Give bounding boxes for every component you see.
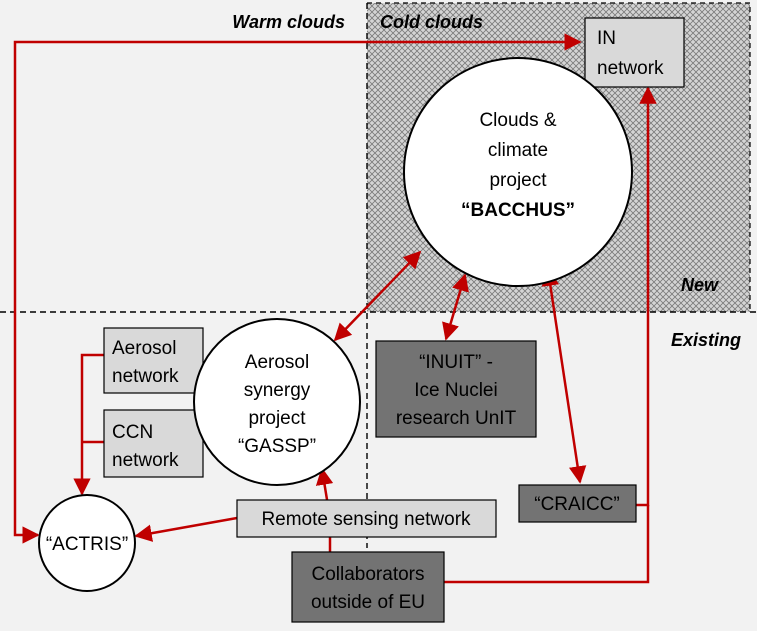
- aerosol-network-line-1: Aerosol: [112, 338, 176, 359]
- bacchus-line-3: project: [489, 170, 547, 191]
- inuit-line-1: “INUIT” -: [419, 352, 493, 373]
- cold-clouds-label: Cold clouds: [380, 12, 483, 32]
- gassp-line-1: Aerosol: [245, 352, 309, 373]
- inuit-line-3: research UnIT: [396, 408, 517, 429]
- actris-label: “ACTRIS”: [46, 534, 128, 555]
- collaborators-node: Collaborators outside of EU: [291, 551, 445, 623]
- actris-node: “ACTRIS”: [38, 494, 136, 592]
- inuit-line-2: Ice Nuclei: [414, 380, 497, 401]
- bacchus-line-1: Clouds &: [479, 110, 556, 131]
- existing-label: Existing: [671, 330, 741, 350]
- aerosol-network-line-2: network: [112, 366, 179, 387]
- new-label: New: [681, 275, 719, 295]
- warm-clouds-label: Warm clouds: [232, 12, 345, 32]
- collaborators-line-2: outside of EU: [311, 592, 425, 613]
- gassp-line-2: synergy: [244, 380, 311, 401]
- craicc-label: “CRAICC”: [534, 494, 620, 515]
- ccn-network-line-1: CCN: [112, 422, 153, 443]
- in-network-line-2: network: [597, 58, 664, 79]
- remote-sensing-node: Remote sensing network: [236, 499, 497, 538]
- arrow-aerosol-actris: [73, 353, 104, 496]
- collaborators-line-1: Collaborators: [312, 564, 425, 585]
- arrow-bacchus-gassp: [333, 250, 422, 342]
- arrow-bacchus-inuit: [442, 273, 469, 341]
- bacchus-node: Clouds & climate project “BACCHUS”: [403, 57, 633, 287]
- in-network-node: IN network: [584, 17, 685, 88]
- in-network-line-1: IN: [597, 28, 616, 49]
- gassp-node: Aerosol synergy project “GASSP”: [193, 318, 361, 486]
- ccn-network-node: CCN network: [103, 409, 204, 478]
- bacchus-line-2: climate: [488, 140, 548, 161]
- bacchus-line-4: “BACCHUS”: [461, 200, 575, 221]
- gassp-line-4: “GASSP”: [238, 436, 316, 457]
- arrow-bacchus-craicc: [541, 268, 587, 484]
- arrow-in-network-actris: [13, 33, 582, 544]
- ccn-network-line-2: network: [112, 450, 179, 471]
- aerosol-network-node: Aerosol network: [103, 327, 204, 394]
- craicc-node: “CRAICC”: [518, 484, 637, 523]
- gassp-line-3: project: [248, 408, 306, 429]
- remote-sensing-label: Remote sensing network: [261, 509, 471, 530]
- arrow-collaborators-in-network: [444, 505, 650, 584]
- inuit-node: “INUIT” - Ice Nuclei research UnIT: [375, 340, 537, 438]
- arrow-remote-actris: [134, 516, 238, 542]
